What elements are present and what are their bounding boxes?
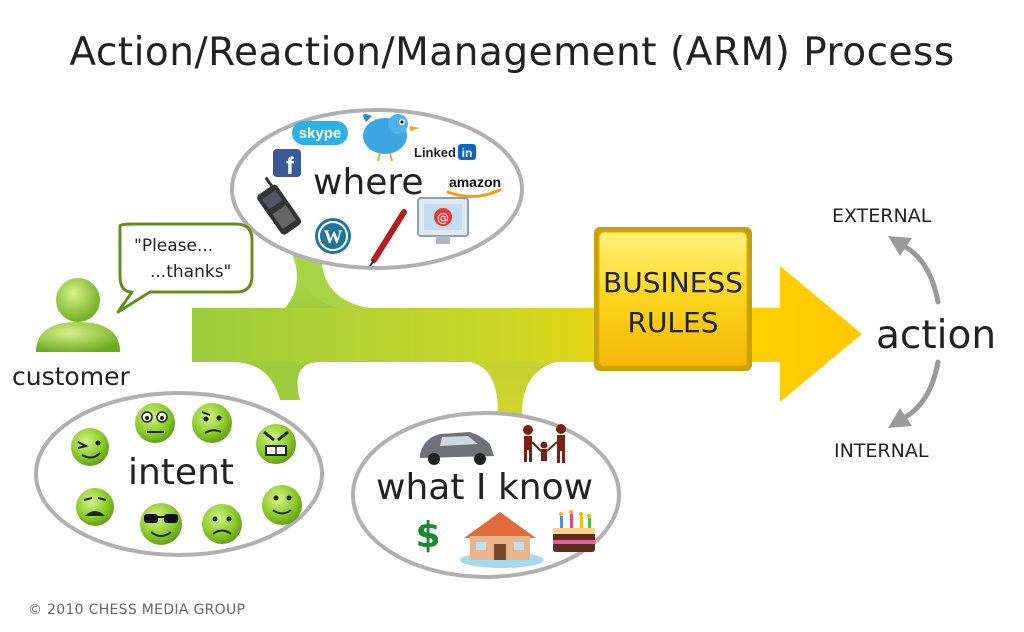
internal-label: INTERNAL bbox=[834, 440, 929, 462]
angry-face-icon bbox=[256, 424, 296, 464]
mobile-phone-icon bbox=[257, 176, 302, 235]
where-label: where bbox=[313, 162, 424, 203]
amazon-icon: amazon bbox=[446, 174, 502, 198]
facebook-icon: f bbox=[273, 149, 301, 180]
where-branch bbox=[285, 250, 380, 308]
sad-face-icon bbox=[202, 504, 242, 544]
skype-icon: skype bbox=[292, 121, 348, 145]
twitter-bird-icon bbox=[363, 114, 420, 162]
business-rules-line-1: BUSINESS bbox=[603, 266, 743, 299]
speech-bubble bbox=[116, 222, 254, 314]
svg-text:f: f bbox=[286, 153, 295, 180]
what-i-know-bubble bbox=[351, 411, 621, 579]
wordpress-icon: W bbox=[315, 218, 351, 254]
svg-text:W: W bbox=[324, 227, 343, 248]
know-branch bbox=[470, 362, 556, 420]
customer-label: customer bbox=[12, 362, 130, 391]
customer-person-icon bbox=[36, 278, 120, 352]
speech-line-1: "Please... bbox=[134, 236, 214, 256]
page-title: Action/Reaction/Management (ARM) Process bbox=[69, 30, 955, 75]
svg-text:Linked: Linked bbox=[414, 145, 456, 160]
crying-face-icon bbox=[76, 488, 114, 526]
svg-text:$: $ bbox=[415, 515, 440, 556]
neutral-face-icon bbox=[135, 403, 175, 443]
what-i-know-label: what I know bbox=[376, 467, 594, 508]
wink-face-icon bbox=[71, 428, 109, 466]
skeptical-face-icon bbox=[192, 403, 232, 443]
business-rules-box bbox=[594, 227, 752, 371]
external-label: EXTERNAL bbox=[832, 205, 932, 227]
action-label: action bbox=[876, 313, 997, 358]
intent-label: intent bbox=[128, 452, 235, 493]
svg-text:skype: skype bbox=[299, 125, 342, 142]
smile-face-icon bbox=[262, 485, 302, 525]
speech-line-2: ...thanks" bbox=[150, 262, 232, 282]
pen-icon bbox=[369, 209, 407, 267]
linkedin-icon: Linked in bbox=[414, 144, 476, 160]
svg-text:amazon: amazon bbox=[449, 174, 501, 190]
email-icon: @ bbox=[417, 197, 469, 244]
dollar-icon: $ bbox=[415, 515, 440, 556]
business-rules-line-2: RULES bbox=[627, 306, 719, 339]
house-icon bbox=[460, 512, 544, 568]
birthday-cake-icon bbox=[553, 510, 595, 552]
main-arrow bbox=[192, 250, 862, 420]
intent-branch bbox=[232, 362, 320, 400]
family-icon bbox=[523, 424, 566, 463]
internal-arrow bbox=[888, 359, 941, 428]
svg-text:in: in bbox=[462, 146, 473, 160]
car-icon bbox=[420, 432, 494, 465]
sunglasses-face-icon bbox=[140, 503, 182, 545]
copyright: © 2010 CHESS MEDIA GROUP bbox=[28, 602, 246, 618]
svg-text:@: @ bbox=[437, 211, 449, 225]
external-arrow bbox=[888, 236, 941, 305]
